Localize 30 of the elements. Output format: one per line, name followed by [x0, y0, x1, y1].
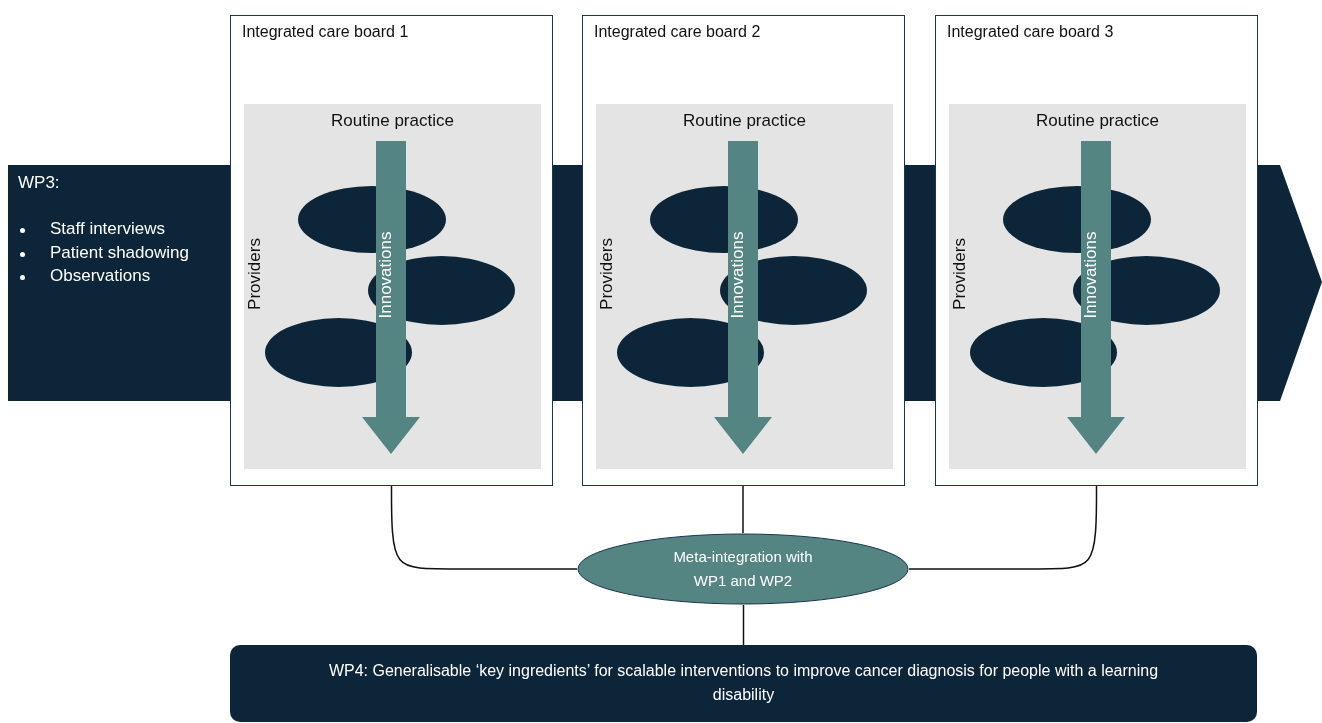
panel-label: Routine practice: [330, 111, 455, 131]
connector-line: [390, 485, 578, 570]
bullet-item: Patient shadowing: [50, 242, 189, 263]
ellipse-label: Meta-integration with WP1 and WP2: [672, 547, 814, 591]
bullet-item: Observations: [50, 266, 151, 286]
arrow-label: Innovations: [376, 231, 397, 319]
outcome-box: [230, 645, 1257, 722]
arrow-label: Innovations: [728, 231, 749, 319]
practice-panel: [244, 104, 541, 469]
board-panel: [935, 15, 1258, 486]
board-title: Integrated care board 1: [242, 23, 409, 41]
board-title: Integrated care board 2: [594, 23, 761, 41]
outcome-text: WP4: Generalisable ‘key ingredients’ for scalable interventions to improve cancer diagnosis for people with a learning disability: [327, 661, 1160, 705]
board-panel: [230, 15, 553, 486]
connector-line: [742, 604, 745, 646]
axis-label: Providers: [596, 238, 617, 310]
panel-label: Routine practice: [1035, 111, 1160, 131]
arrow-label: Innovations: [1081, 231, 1102, 319]
practice-panel: [949, 104, 1246, 469]
heading: WP3:: [18, 173, 60, 193]
axis-label: Providers: [244, 238, 265, 310]
board-panel: [582, 15, 905, 486]
practice-panel: [596, 104, 893, 469]
connector-line: [908, 485, 1098, 570]
connector-line: [742, 485, 744, 534]
bullet-item: Staff interviews: [50, 219, 165, 239]
integration-ellipse: [577, 533, 909, 605]
board-title: Integrated care board 3: [947, 23, 1114, 41]
panel-label: Routine practice: [682, 111, 807, 131]
axis-label: Providers: [949, 238, 970, 310]
